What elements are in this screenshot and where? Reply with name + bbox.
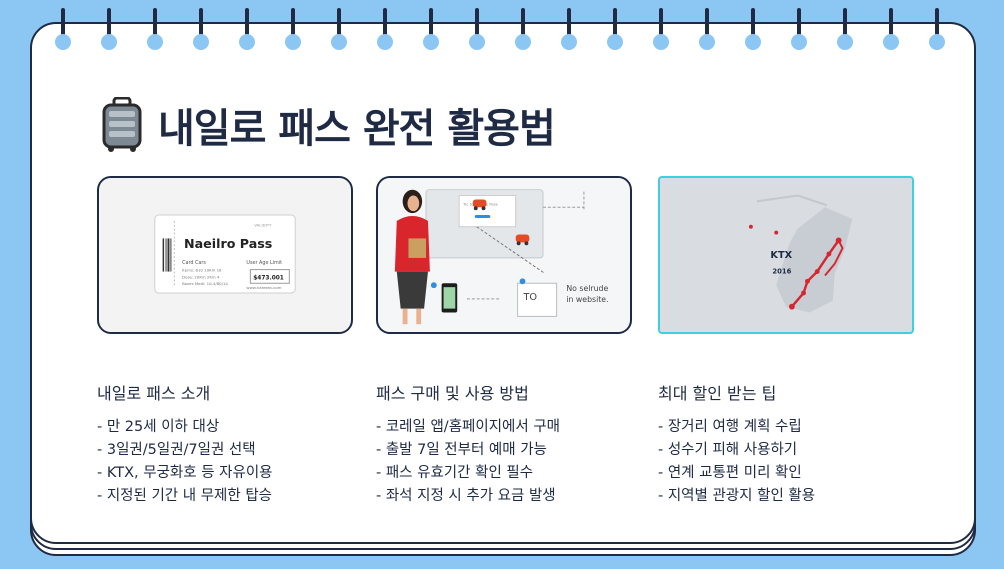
binding-ring xyxy=(193,8,209,52)
list-item: - 지정된 기간 내 무제한 탑승 xyxy=(97,488,273,504)
note-text-1: No selrude xyxy=(566,284,608,293)
phone-icon xyxy=(441,283,458,313)
page-header: 내일로 패스 완전 활용법 xyxy=(100,96,556,154)
list-item: - 지역별 관광지 할인 활용 xyxy=(658,488,816,504)
list-item: - 연계 교통편 미리 확인 xyxy=(658,465,802,481)
list-item: - 코레일 앱/홈페이지에서 구매 xyxy=(376,419,561,435)
pass-row-1: Items: 610 10Km 18 xyxy=(182,268,222,273)
binding-ring xyxy=(239,8,255,52)
binding-ring xyxy=(791,8,807,52)
column-list: - 만 25세 이하 대상 - 3일권/5일권/7일권 선택 - KTX, 무궁… xyxy=(97,416,357,508)
pass-row-2: Dose: 20Km 2Km 4 xyxy=(182,274,220,279)
binding-ring xyxy=(331,8,347,52)
car-icon xyxy=(472,199,487,211)
column-intro: 내일로 패스 소개 - 만 25세 이하 대상 - 3일권/5일권/7일권 선택… xyxy=(97,380,357,508)
list-item: - 3일권/5일권/7일권 선택 xyxy=(97,442,256,458)
binding-ring xyxy=(607,8,623,52)
pass-site: www.nareent.com xyxy=(246,285,281,290)
pass-title: Naeilro Pass xyxy=(184,236,272,251)
binding-ring xyxy=(469,8,485,52)
binding-ring xyxy=(515,8,531,52)
list-item: - 출발 7일 전부터 예매 가능 xyxy=(376,442,547,458)
binding-ring xyxy=(561,8,577,52)
binding-ring xyxy=(929,8,945,52)
pass-validity-text: VALIDITY xyxy=(254,223,272,228)
column-purchase: 패스 구매 및 사용 방법 - 코레일 앱/홈페이지에서 구매 - 출발 7일 … xyxy=(376,380,636,508)
pass-left-label: Card Cars xyxy=(182,260,206,266)
column-title: 패스 구매 및 사용 방법 xyxy=(376,384,529,403)
column-list: - 코레일 앱/홈페이지에서 구매 - 출발 7일 전부터 예매 가능 - 패스… xyxy=(376,416,636,508)
binding-ring xyxy=(285,8,301,52)
note-text-2: in website. xyxy=(566,295,608,304)
binding-ring xyxy=(837,8,853,52)
binding-ring xyxy=(147,8,163,52)
column-title: 최대 할인 받는 팁 xyxy=(658,384,777,403)
list-item: - 좌석 지정 시 추가 요금 발생 xyxy=(376,488,556,504)
car-icon xyxy=(515,234,530,246)
pass-row-3: Boxes Medi: 10-4/80/14 xyxy=(182,281,228,286)
pass-right-label: User Age Limit xyxy=(246,260,282,266)
binding-ring xyxy=(377,8,393,52)
note-code: TO xyxy=(522,292,537,303)
list-item: - 패스 유효기간 확인 필수 xyxy=(376,465,534,481)
binding-ring xyxy=(55,8,71,52)
binding-ring xyxy=(883,8,899,52)
column-title: 내일로 패스 소개 xyxy=(97,384,211,403)
purchase-illustration: Tic to resede Pass TO xyxy=(376,176,632,334)
pass-price: $473.001 xyxy=(253,275,284,281)
map-year: 2016 xyxy=(772,268,791,276)
binding-ring xyxy=(423,8,439,52)
binding-ring xyxy=(101,8,117,52)
list-item: - 만 25세 이하 대상 xyxy=(97,419,220,435)
binding-ring xyxy=(745,8,761,52)
ktx-map: KTX 2016 xyxy=(658,176,914,334)
column-list: - 장거리 여행 계획 수립 - 성수기 피해 사용하기 - 연계 교통편 미리… xyxy=(658,416,918,508)
woman-figure xyxy=(394,189,430,325)
list-item: - 성수기 피해 사용하기 xyxy=(658,442,798,458)
pass-card-image: VALIDITY Naeilro Pass Card Cars User Age… xyxy=(97,176,353,334)
binding-ring xyxy=(653,8,669,52)
suitcase-icon xyxy=(102,97,142,152)
list-item: - KTX, 무궁화호 등 자유이용 xyxy=(97,465,273,481)
list-item: - 장거리 여행 계획 수립 xyxy=(658,419,802,435)
column-tips: 최대 할인 받는 팁 - 장거리 여행 계획 수립 - 성수기 피해 사용하기 … xyxy=(658,380,918,508)
map-label: KTX xyxy=(770,250,792,261)
binding-ring xyxy=(699,8,715,52)
spiral-binding xyxy=(30,8,976,52)
page-title: 내일로 패스 완전 활용법 xyxy=(158,106,556,152)
